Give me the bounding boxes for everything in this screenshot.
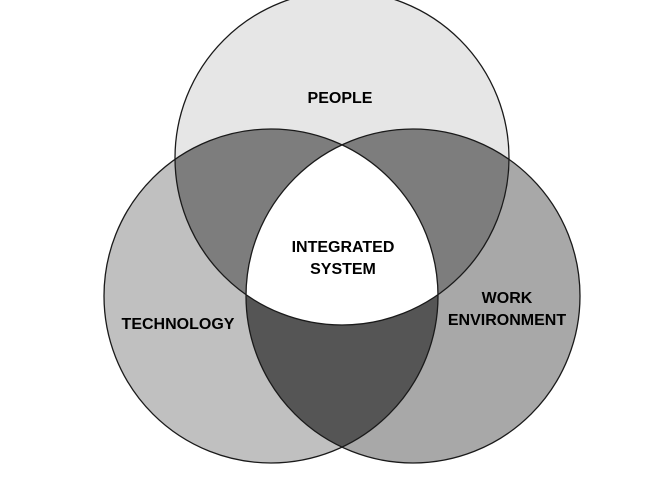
integrated-label-line-2: SYSTEM: [310, 261, 376, 278]
people-label: PEOPLE: [308, 90, 373, 107]
integrated-system-region: [246, 129, 438, 325]
work-label-line-1: WORK: [482, 290, 533, 307]
integrated-label-line-1: INTEGRATED: [292, 239, 395, 256]
work-label-line-2: ENVIRONMENT: [448, 312, 566, 329]
technology-label: TECHNOLOGY: [122, 316, 235, 333]
people-outline: [174, 0, 510, 326]
work-environment-outline: [245, 128, 581, 464]
technology-outline: [103, 128, 439, 464]
